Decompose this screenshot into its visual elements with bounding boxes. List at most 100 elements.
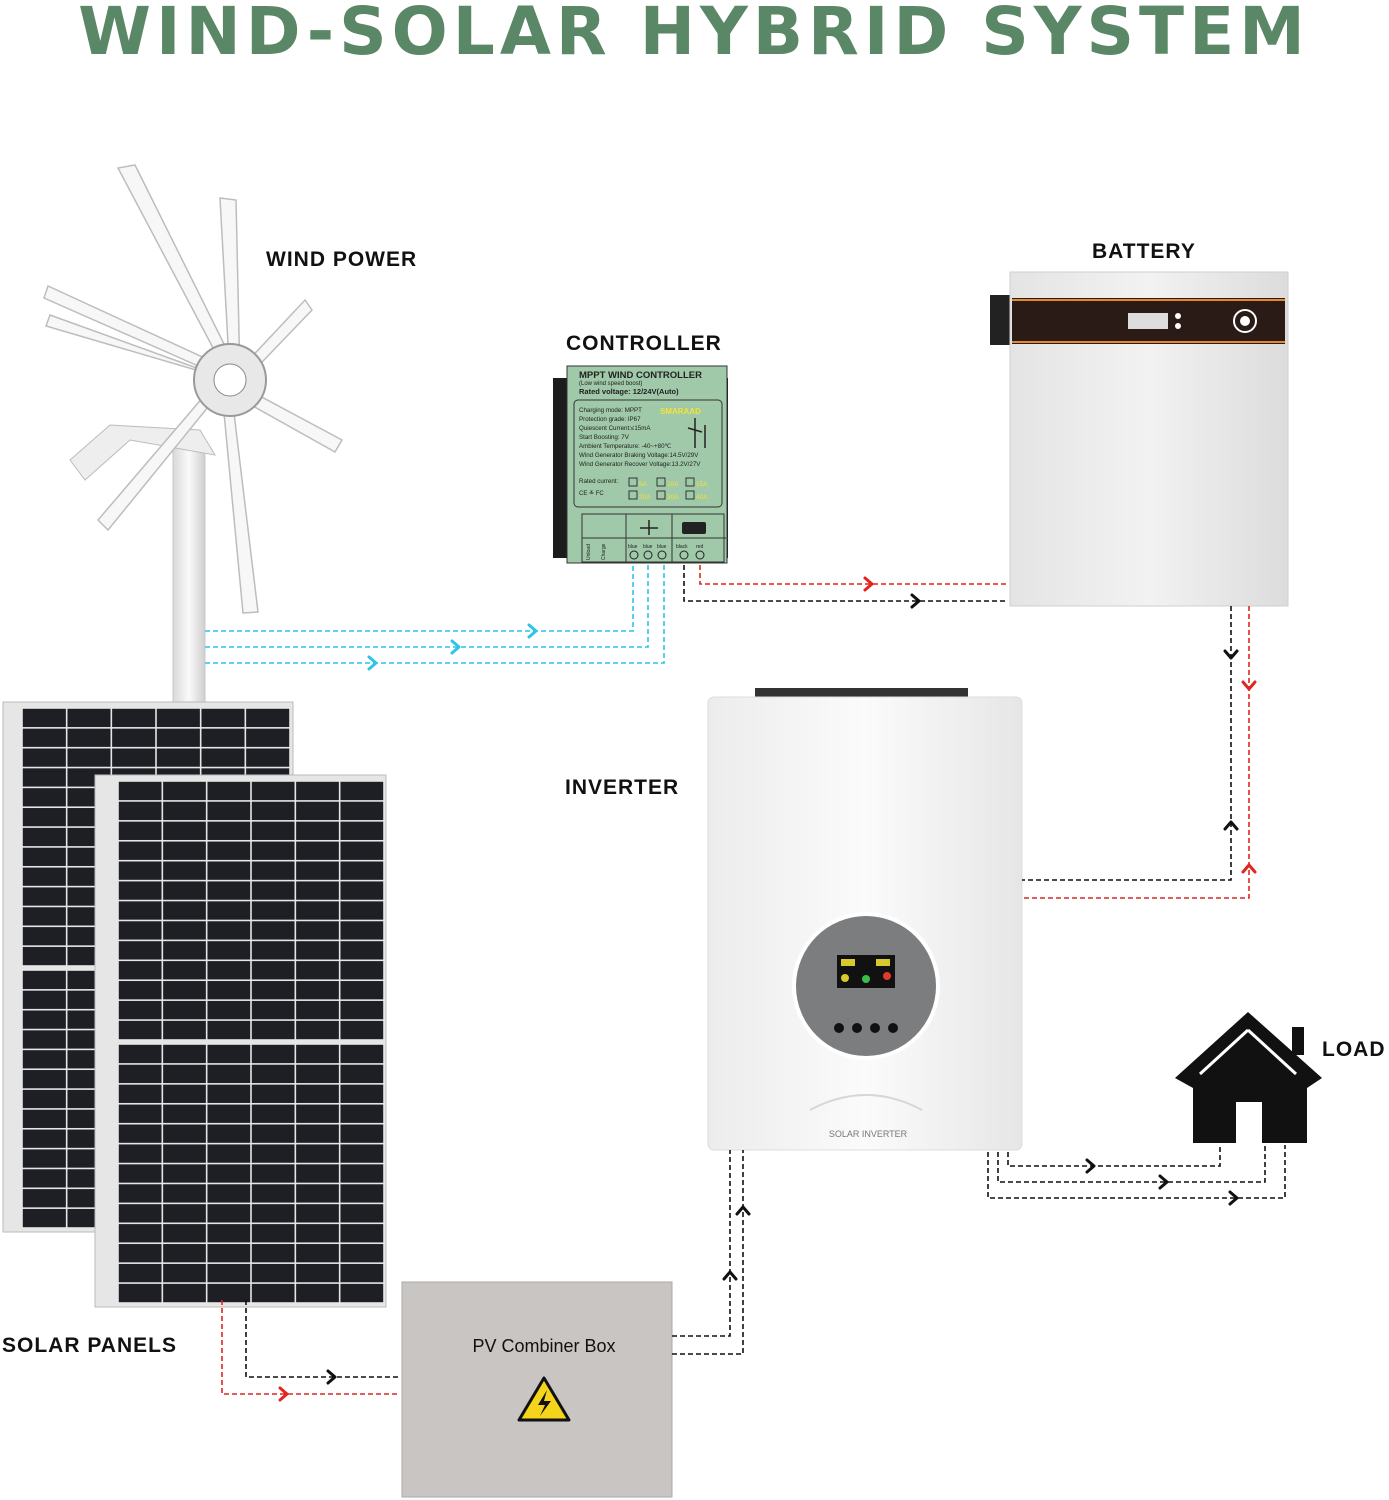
solar-cell: [296, 941, 339, 960]
terminal-label: Unload: [586, 544, 592, 560]
solar-cell: [118, 1164, 162, 1183]
solar-cell: [163, 1124, 206, 1143]
high-voltage-warning-icon: [517, 1376, 571, 1422]
solar-cell: [251, 901, 295, 920]
solar-cell: [118, 1124, 162, 1143]
solar-cell: [296, 841, 339, 860]
solar-cell: [163, 821, 206, 840]
solar-cell: [251, 1244, 295, 1263]
solar-cell: [163, 781, 206, 801]
solar-cell: [207, 781, 251, 801]
solar-cell: [118, 881, 162, 900]
solar-cell: [251, 1000, 295, 1020]
solar-cell: [207, 921, 251, 940]
solar-cell: [163, 1224, 206, 1243]
solar-cell: [296, 821, 339, 840]
terminal-label: blue: [628, 544, 638, 550]
solar-cell: [251, 1084, 295, 1103]
current-option: 10A: [667, 481, 679, 488]
arrow-right-icon: [326, 1369, 337, 1385]
arrow-right-icon: [278, 1386, 289, 1402]
solar-cell: [163, 1164, 206, 1183]
solar-cell: [163, 1104, 206, 1123]
load-label: LOAD: [1322, 1038, 1386, 1061]
solar-cell: [22, 808, 66, 827]
solar-cell: [207, 861, 251, 880]
solar-cell: [207, 901, 251, 920]
spec-line: Wind Generator Braking Voltage:14.5V/29V: [579, 452, 699, 459]
arrow-right-icon: [1158, 1174, 1169, 1190]
inverter-load-wires: [987, 1145, 1286, 1206]
controller-rated-voltage: Rated voltage: 12/24V(Auto): [579, 387, 679, 396]
arrow-down-icon: [1223, 649, 1239, 660]
solar-cell: [340, 1084, 384, 1103]
certification-marks: CE ≚ FC: [579, 490, 604, 497]
solar-cell: [22, 1149, 66, 1168]
solar-cell: [163, 801, 206, 821]
solar-cell: [118, 901, 162, 920]
arrow-up-icon: [1241, 863, 1257, 874]
solar-cell: [201, 748, 245, 767]
solar-cell: [340, 921, 384, 940]
solar-cell: [251, 861, 295, 880]
solar-cell: [163, 1144, 206, 1163]
brand-logo: SMARAAD: [660, 407, 701, 416]
solar-cell: [118, 861, 162, 880]
solar-cell: [340, 1204, 384, 1223]
solar-cell: [163, 1044, 206, 1064]
solar-cell: [67, 708, 111, 728]
spec-line: Ambient Temperature: -40~+80℃: [579, 443, 672, 450]
solar-cell: [207, 1144, 251, 1163]
arrow-up-icon: [735, 1205, 751, 1216]
current-option: 20A: [639, 494, 651, 501]
solar-cell: [340, 821, 384, 840]
solar-cell: [118, 801, 162, 821]
solar-cell: [207, 1124, 251, 1143]
solar-cell: [340, 1263, 384, 1283]
solar-cell: [296, 1000, 339, 1020]
solar-cell: [251, 1204, 295, 1223]
solar-cell: [340, 961, 384, 980]
solar-cell: [251, 1104, 295, 1123]
solar-cell: [207, 881, 251, 900]
solar-cell: [251, 1263, 295, 1283]
solar-cell: [118, 1064, 162, 1084]
solar-cell: [163, 981, 206, 1000]
solar-cell: [22, 788, 66, 807]
solar-cell: [22, 1010, 66, 1029]
solar-cell: [118, 1283, 162, 1303]
solar-cell: [22, 887, 66, 906]
arrow-right-icon: [1228, 1190, 1239, 1206]
terminal-label: blue: [657, 544, 667, 550]
solar-cell: [118, 1000, 162, 1020]
spec-line: Protection grade: IP67: [579, 416, 641, 423]
solar-cell: [22, 1030, 66, 1049]
solar-cell: [67, 748, 111, 767]
solar-cell: [118, 981, 162, 1000]
current-option: 40A: [696, 494, 708, 501]
arrow-up-icon: [722, 1270, 738, 1281]
solar-cell: [118, 1244, 162, 1263]
solar-cell: [207, 1000, 251, 1020]
solar-cell: [251, 981, 295, 1000]
solar-cell: [22, 1169, 66, 1188]
solar-cell: [118, 821, 162, 840]
solar-cell: [296, 1263, 339, 1283]
solar-cell: [22, 970, 66, 990]
solar-cell: [296, 1144, 339, 1163]
wind-turbine: [43, 164, 344, 703]
solar-cell: [207, 841, 251, 860]
solar-cell: [207, 961, 251, 980]
terminal-label: red: [696, 544, 703, 550]
solar-cell: [296, 1020, 339, 1040]
inverter-label: INVERTER: [565, 776, 679, 799]
solar-cell: [118, 1224, 162, 1243]
solar-cell: [207, 801, 251, 821]
solar-cell: [22, 1129, 66, 1148]
solar-cell: [207, 821, 251, 840]
solar-cell: [22, 748, 66, 767]
solar-cell: [112, 728, 156, 747]
spec-line: Charging mode: MPPT: [579, 407, 642, 414]
solar-cell: [251, 1064, 295, 1084]
